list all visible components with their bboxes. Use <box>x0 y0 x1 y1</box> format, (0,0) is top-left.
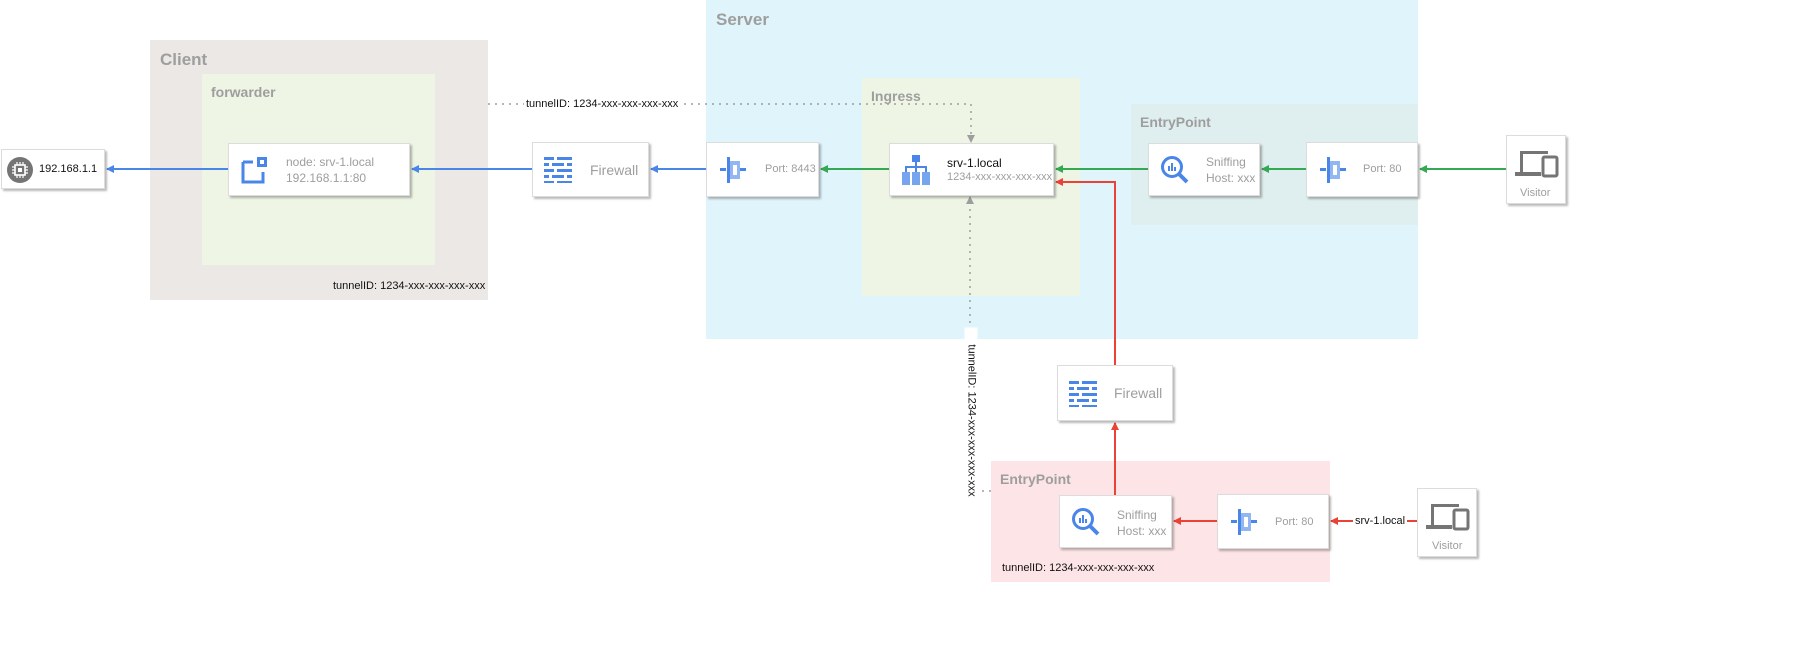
entrypoint-bottom-zone-title: EntryPoint <box>1000 471 1071 487</box>
sniffing-bottom-node[interactable]: Sniffing Host: xxx <box>1059 495 1172 548</box>
firewall-bottom-label: Firewall <box>1114 385 1163 401</box>
forwarder-zone-title: forwarder <box>211 84 276 100</box>
visitor-bottom-label: Visitor <box>1432 540 1463 552</box>
target-host-label: 192.168.1.1 <box>39 163 98 175</box>
port-icon <box>1319 156 1347 189</box>
visitor-top-node[interactable]: Visitor <box>1506 135 1566 204</box>
sniffing-icon <box>1071 507 1101 542</box>
tunnel-top-edge-label: tunnelID: 1234-xxx-xxx-xxx-xxx <box>524 98 681 111</box>
port-80-top-node[interactable]: Port: 80 <box>1306 142 1418 197</box>
edge-firewall-to-ingress <box>1055 178 1116 365</box>
ingress-node-line1: srv-1.local <box>947 156 1002 170</box>
port-icon <box>719 156 747 189</box>
port-8443-node[interactable]: Port: 8443 <box>706 142 819 197</box>
firewall-top-node[interactable]: Firewall <box>532 142 649 197</box>
cpu-chip-icon <box>7 157 33 188</box>
port-80-top-label: Port: 80 <box>1363 163 1402 175</box>
visitor-host-edge-label: srv-1.local <box>1353 515 1408 528</box>
entrypoint-bottom-tunnel-label: tunnelID: 1234-xxx-xxx-xxx-xxx <box>1002 562 1155 574</box>
port-icon <box>1230 508 1258 541</box>
devices-icon <box>1515 148 1559 185</box>
forwarder-node-line2: 192.168.1.1:80 <box>286 171 367 185</box>
firewall-top-label: Firewall <box>590 162 639 178</box>
ingress-zone-title: Ingress <box>871 88 921 104</box>
port-80-bottom-label: Port: 80 <box>1275 516 1314 528</box>
sniffing-top-node[interactable]: Sniffing Host: xxx <box>1148 143 1260 196</box>
target-host-node[interactable]: 192.168.1.1 <box>1 149 105 189</box>
sniffing-bottom-line2: Host: xxx <box>1117 524 1167 538</box>
firewall-bottom-node[interactable]: Firewall <box>1057 365 1173 421</box>
firewall-icon <box>1069 379 1097 412</box>
visitor-bottom-node[interactable]: Visitor <box>1417 488 1477 557</box>
client-zone-title: Client <box>160 50 208 69</box>
forwarder-node-line1: node: srv-1.local <box>286 155 375 169</box>
client-tunnel-label: tunnelID: 1234-xxx-xxx-xxx-xxx <box>333 280 486 292</box>
forwarder-node[interactable]: node: srv-1.local 192.168.1.1:80 <box>228 143 410 196</box>
port-8443-label: Port: 8443 <box>765 163 816 175</box>
compute-node-icon <box>241 156 269 189</box>
sniffing-top-line1: Sniffing <box>1206 155 1246 169</box>
ingress-node[interactable]: srv-1.local 1234-xxx-xxx-xxx-xxx <box>889 143 1054 196</box>
load-balancer-icon <box>902 155 930 190</box>
tunnel-vertical-edge-label: tunnelID: 1234-xxx-xxx-xxx-xxx <box>964 327 978 514</box>
entrypoint-top-zone-title: EntryPoint <box>1140 114 1211 130</box>
sniffing-top-line2: Host: xxx <box>1206 171 1256 185</box>
server-zone-title: Server <box>716 10 769 29</box>
devices-icon <box>1426 501 1470 538</box>
visitor-top-label: Visitor <box>1520 187 1551 199</box>
port-80-bottom-node[interactable]: Port: 80 <box>1217 494 1329 549</box>
firewall-icon <box>544 155 572 188</box>
sniffing-icon <box>1160 155 1190 190</box>
ingress-node-line2: 1234-xxx-xxx-xxx-xxx <box>947 171 1053 183</box>
sniffing-bottom-line1: Sniffing <box>1117 508 1157 522</box>
